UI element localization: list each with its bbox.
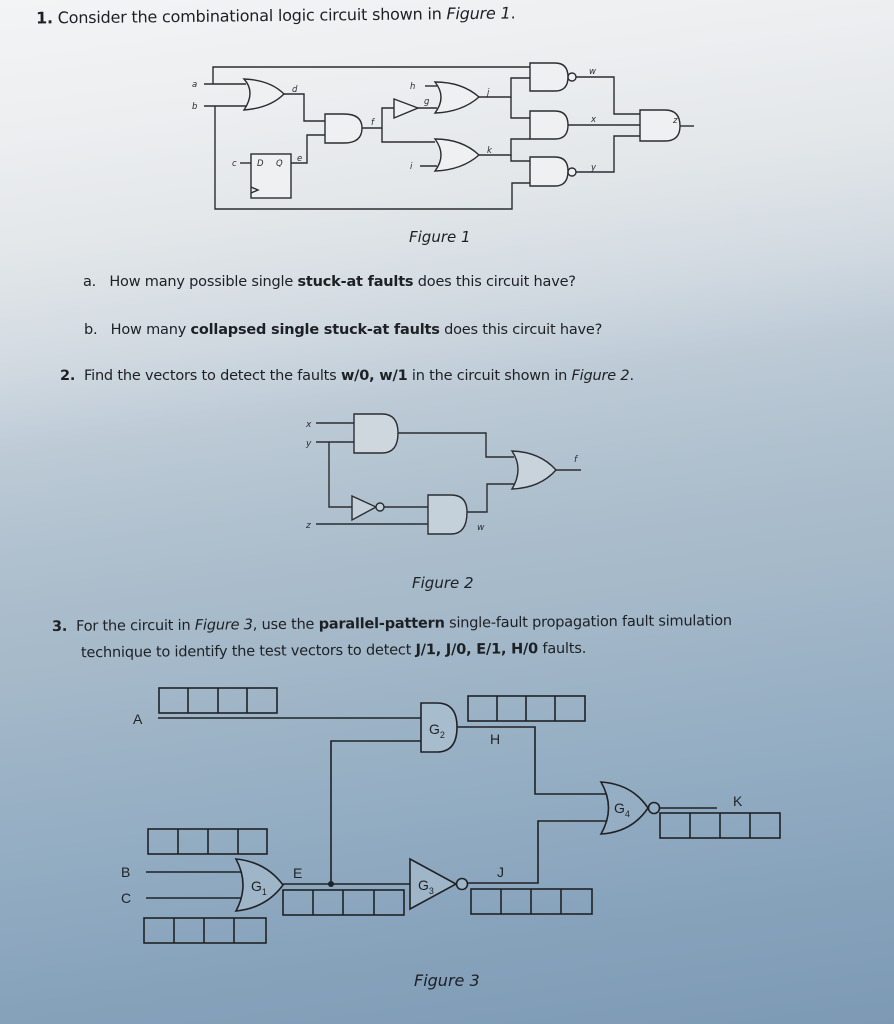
q2-text: 2. Find the vectors to detect the faults…	[60, 368, 634, 384]
figure-2-caption: Figure 2	[412, 574, 474, 592]
fig3-label-E: E	[293, 865, 302, 881]
q1a-text: a. How many possible single stuck-at fau…	[83, 274, 576, 290]
fig1-ff-q: Q	[276, 159, 283, 169]
fig1-label-z: z	[672, 116, 678, 126]
fig1-label-x: x	[590, 115, 597, 125]
fig1-label-k: k	[487, 146, 493, 156]
fig3-label-A: A	[133, 711, 143, 727]
fig1-ff-d: D	[257, 159, 264, 169]
fig2-label-y: y	[305, 439, 312, 449]
fig1-label-j: j	[486, 88, 490, 98]
fig1-label-e: e	[297, 154, 302, 164]
fig1-label-b: b	[192, 102, 197, 112]
q1b-text: b. How many collapsed single stuck-at fa…	[84, 322, 603, 338]
pattern-box-C	[143, 917, 267, 944]
fig3-label-H: H	[490, 731, 500, 747]
pattern-box-H	[467, 695, 586, 722]
fig2-label-x: x	[305, 420, 312, 430]
fig1-label-y: y	[590, 163, 597, 173]
fig2-label-f: f	[574, 455, 579, 465]
fig1-label-a: a	[192, 80, 197, 90]
pattern-box-B	[147, 828, 268, 855]
fig3-label-C: C	[121, 890, 131, 906]
figure-1-caption: Figure 1	[409, 228, 471, 246]
gate-g3-label: G3	[418, 877, 434, 896]
gate-g1-label: G1	[251, 878, 267, 897]
fig1-label-w: w	[589, 67, 596, 77]
fig1-label-f: f	[371, 118, 376, 128]
fig1-label-d: d	[292, 85, 298, 95]
fig2-label-w: w	[477, 523, 485, 533]
pattern-box-J	[470, 888, 593, 915]
pattern-box-E	[282, 889, 405, 916]
fig3-label-J: J	[497, 864, 504, 880]
fig1-label-g: g	[424, 97, 430, 107]
figure-3-caption: Figure 3	[414, 971, 480, 990]
gate-g2-label: G2	[429, 721, 445, 740]
junction-dot	[328, 881, 334, 887]
gate-g4-label: G4	[614, 800, 630, 819]
pattern-box-K	[659, 812, 781, 839]
fig1-label-c: c	[232, 159, 237, 169]
fig1-label-i: i	[410, 162, 413, 172]
pattern-box-A	[158, 687, 278, 714]
fig3-label-B: B	[121, 864, 130, 880]
fig2-label-z: z	[305, 521, 311, 531]
figure-1-circuit: a b c d e f g h i j k w x y z D Q	[192, 62, 694, 210]
fig1-label-h: h	[410, 82, 415, 92]
fig3-label-K: K	[733, 793, 743, 809]
